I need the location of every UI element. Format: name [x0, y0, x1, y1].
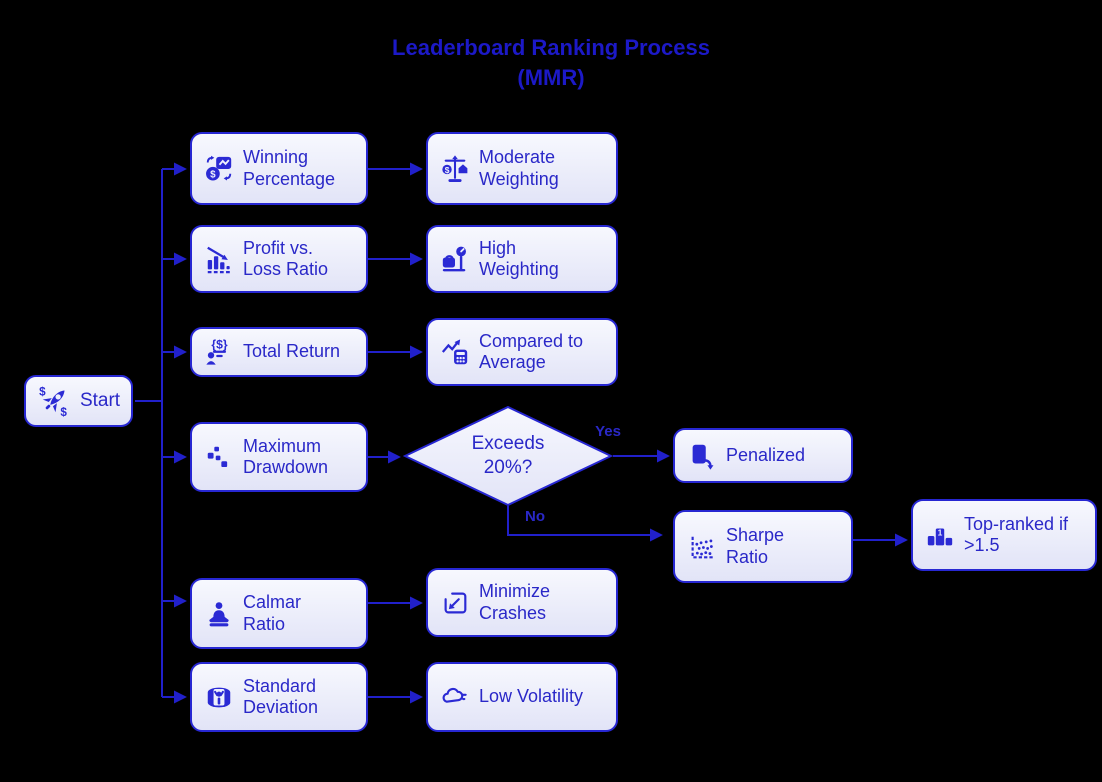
node-label: Calmar Ratio — [243, 592, 302, 634]
node-standard-deviation: Standard Deviation — [190, 662, 368, 732]
person-money-icon: {$} — [204, 337, 234, 367]
node-label: Standard Deviation — [243, 675, 319, 717]
svg-text:$: $ — [445, 164, 450, 174]
node-label: Sharpe Ratio — [726, 525, 785, 567]
node-exceeds-20-decision — [402, 405, 614, 511]
edge-label-no: No — [525, 508, 545, 525]
node-high-weighting: High Weighting — [426, 225, 618, 293]
svg-text:$: $ — [210, 169, 216, 180]
node-label: Start — [79, 389, 121, 411]
weight-scale-icon — [440, 244, 470, 274]
balance-scale-icon: $ — [440, 154, 470, 184]
node-profit-loss-ratio: Profit vs. Loss Ratio — [190, 225, 368, 293]
cloud-wind-icon — [440, 682, 470, 712]
svg-text:$: $ — [39, 386, 46, 399]
title-line-1: Leaderboard Ranking Process — [392, 35, 710, 60]
node-minimize-crashes: Minimize Crashes — [426, 568, 618, 637]
node-label: Compared to Average — [479, 330, 584, 372]
rocket-dollar-icon: $ $ — [37, 384, 71, 418]
decision-label: Exceeds 20%? — [471, 433, 545, 478]
node-total-return: {$} Total Return — [190, 327, 368, 377]
meditation-icon — [204, 599, 234, 629]
edge-label-yes: Yes — [595, 423, 621, 440]
ball-pit-icon — [204, 682, 234, 712]
card-swoosh-icon — [687, 441, 717, 471]
node-low-volatility: Low Volatility — [426, 662, 618, 732]
declining-bars-icon — [204, 244, 234, 274]
node-label: High Weighting — [479, 237, 559, 279]
node-label: Penalized — [726, 444, 806, 465]
diamond-shape — [402, 405, 614, 507]
node-label: Maximum Drawdown — [243, 435, 329, 477]
node-label: Profit vs. Loss Ratio — [243, 237, 329, 279]
node-calmar-ratio: Calmar Ratio — [190, 578, 368, 649]
scatter-plot-icon — [687, 532, 717, 562]
node-label: Top-ranked if >1.5 — [964, 513, 1069, 555]
falling-blocks-icon — [204, 442, 234, 472]
svg-text:1: 1 — [938, 527, 943, 537]
title-line-2: (MMR) — [517, 65, 585, 90]
node-penalized: Penalized — [673, 428, 853, 483]
node-compared-to-average: Compared to Average — [426, 318, 618, 386]
node-label: Low Volatility — [479, 686, 584, 707]
node-moderate-weighting: $ Moderate Weighting — [426, 132, 618, 205]
trend-calculator-icon — [440, 337, 470, 367]
chart-coin-icon: $ — [204, 154, 234, 184]
podium-icon: 1 — [925, 520, 955, 550]
diagram-title: Leaderboard Ranking Process (MMR) — [0, 33, 1102, 93]
node-winning-percentage: $ Winning Percentage — [190, 132, 368, 205]
node-label: Moderate Weighting — [479, 147, 559, 189]
node-maximum-drawdown: Maximum Drawdown — [190, 422, 368, 492]
node-label: Minimize Crashes — [479, 581, 551, 623]
node-sharpe-ratio: Sharpe Ratio — [673, 510, 853, 583]
node-label: Winning Percentage — [243, 147, 336, 189]
svg-text:{$}: {$} — [211, 338, 228, 352]
minimize-arrow-icon — [440, 588, 470, 618]
svg-text:$: $ — [60, 406, 67, 418]
node-label: Total Return — [243, 341, 341, 362]
node-start: $ $ Start — [24, 375, 133, 427]
node-top-ranked: 1 Top-ranked if >1.5 — [911, 499, 1097, 571]
